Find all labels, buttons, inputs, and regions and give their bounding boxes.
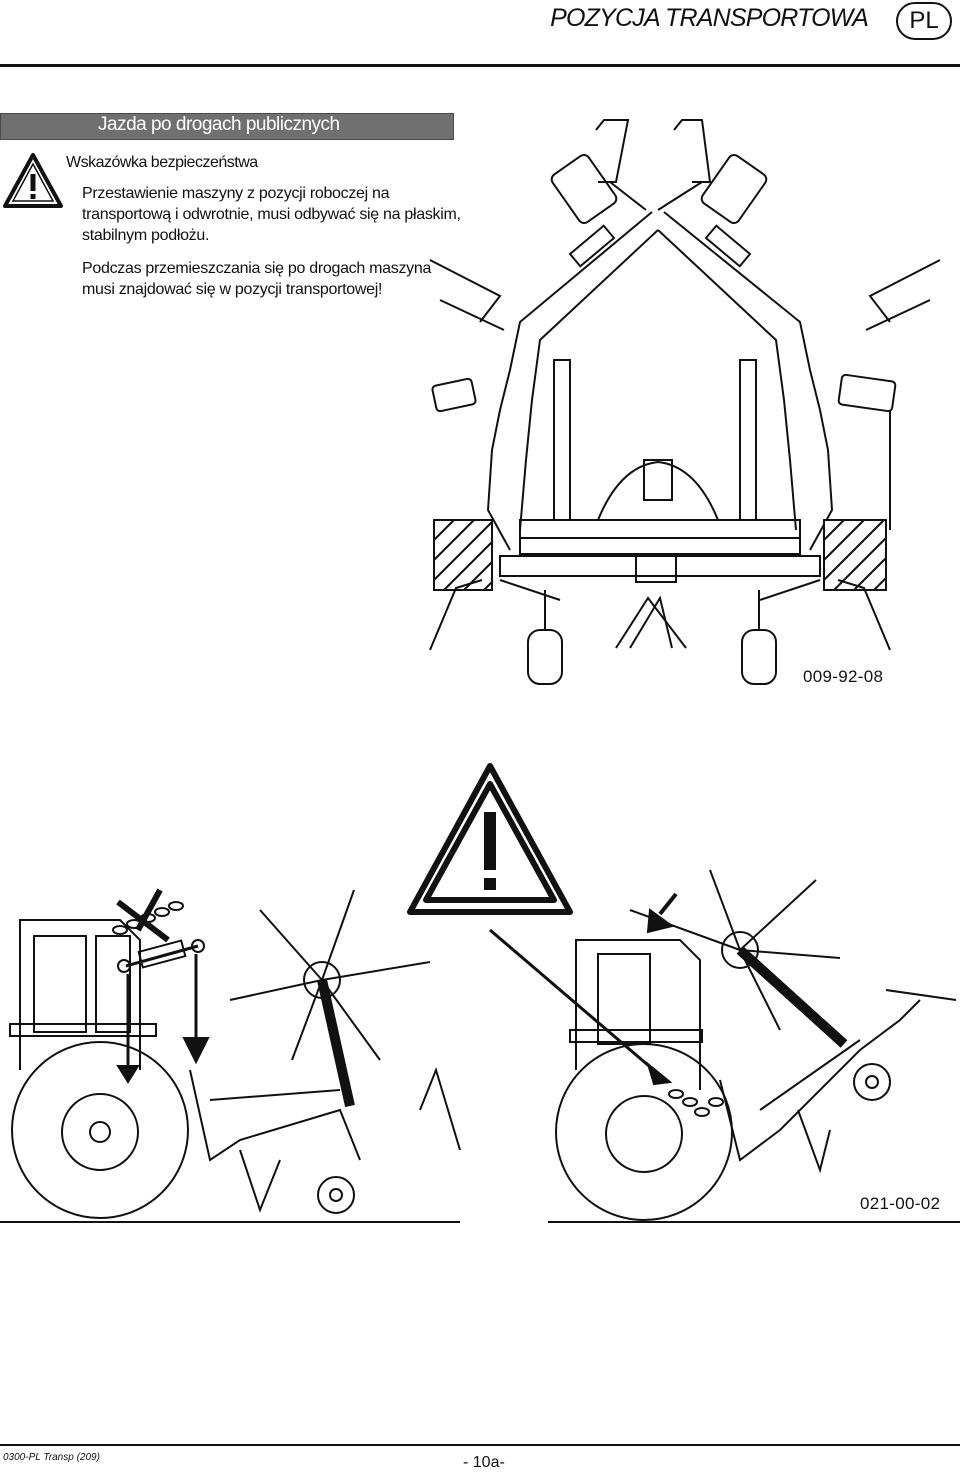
hatched-block-left: [433, 519, 493, 591]
tine-group-top: [595, 119, 712, 211]
figure-hitch-left: [0, 888, 461, 1223]
language-badge: PL: [896, 2, 952, 40]
warning-paragraph-1: Przestawienie maszyny z pozycji roboczej…: [82, 185, 461, 244]
header-divider: [0, 64, 960, 67]
page-title: POZYCJA TRANSPORTOWA: [550, 4, 869, 32]
crossed-chain: [112, 888, 184, 943]
hitch-chain: [668, 1089, 724, 1117]
hatched-block-right: [823, 519, 887, 591]
section-bar: [0, 113, 454, 140]
section-title: Jazda po drogach publicznych: [98, 114, 340, 135]
figure-code-1: 009-92-08: [803, 667, 884, 686]
footer-divider: [0, 1444, 960, 1446]
warning-triangle-icon: [3, 153, 63, 208]
large-warning-triangle-icon: [407, 763, 573, 915]
figure-code-2: 021-00-02: [860, 1194, 941, 1213]
figure-rake-transport-rear-view: [429, 119, 941, 685]
footer-doc-code: 0300-PL Transp (209): [3, 1452, 100, 1463]
warning-heading: Wskazówka bezpieczeństwa: [66, 154, 258, 171]
warning-paragraph-2: Podczas przemieszczania się po drogach m…: [82, 260, 432, 298]
page-number: - 10a-: [463, 1454, 505, 1471]
figure-hitch-right: [489, 869, 960, 1223]
